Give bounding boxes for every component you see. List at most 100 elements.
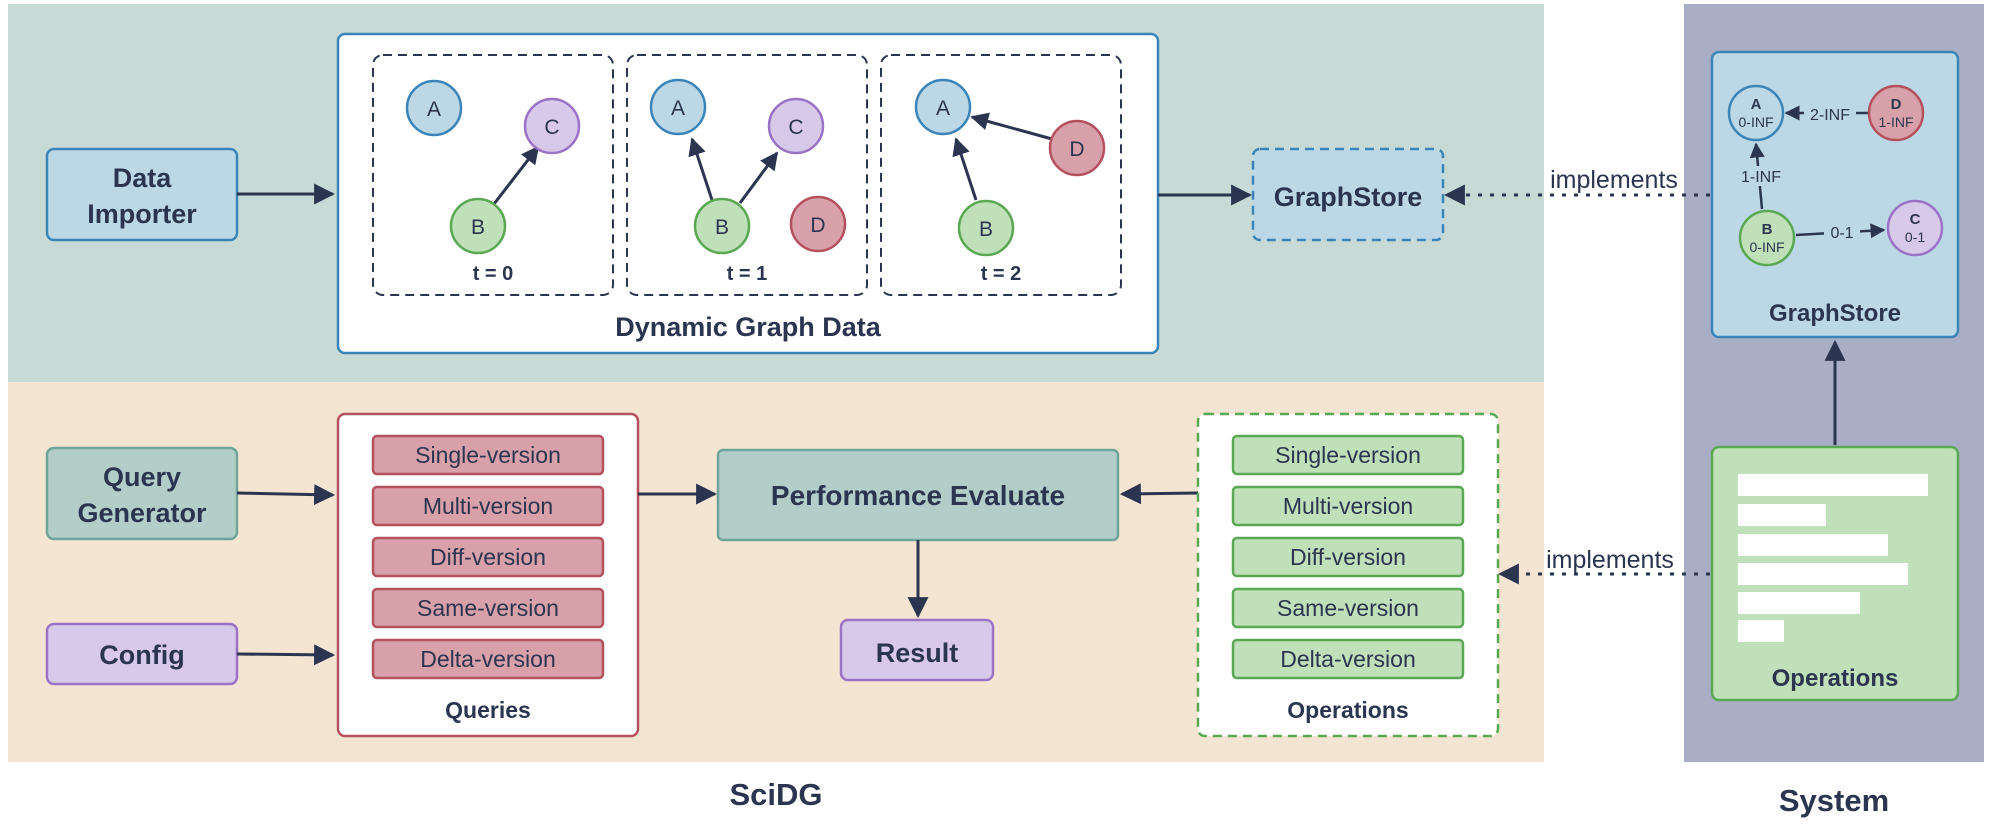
- operations-to-performance-arrow: [1119, 483, 1199, 505]
- svg-text:Same-version: Same-version: [1277, 595, 1419, 621]
- svg-text:Query: Query: [103, 462, 181, 492]
- svg-text:Multi-version: Multi-version: [423, 493, 553, 519]
- svg-text:A: A: [936, 97, 950, 120]
- system-label: System: [1779, 783, 1889, 818]
- svg-text:C: C: [544, 116, 559, 139]
- svg-text:0-INF: 0-INF: [1750, 239, 1785, 255]
- dynamic-graph-title: Dynamic Graph Data: [615, 312, 882, 342]
- implements-bottom-label: implements: [1546, 546, 1674, 574]
- snapshot-frame-t0: [372, 54, 614, 296]
- node-t2-b: B: [957, 199, 1015, 257]
- sys-edge-b-a-label: 1-INF: [1741, 169, 1781, 186]
- svg-text:A: A: [427, 98, 441, 121]
- edge-t2-d-a: [970, 112, 1053, 141]
- svg-text:Multi-version: Multi-version: [1283, 493, 1413, 519]
- snapshot-label-t0: t = 0: [473, 263, 514, 285]
- config-box: Config: [45, 622, 239, 686]
- svg-text:D: D: [1891, 96, 1902, 113]
- svg-text:Data: Data: [113, 163, 173, 193]
- svg-text:Operations: Operations: [1772, 665, 1899, 692]
- svg-text:A: A: [1751, 96, 1762, 113]
- query-item-multi-version: Multi-version: [371, 485, 605, 527]
- snapshot-frame-t2: [880, 54, 1122, 296]
- code-line-6: [1738, 620, 1784, 642]
- data-importer-box: Data Importer: [45, 147, 239, 242]
- svg-text:B: B: [1762, 221, 1773, 238]
- query-item-diff-version: Diff-version: [371, 536, 605, 578]
- query-item-same-version: Same-version: [371, 587, 605, 629]
- operation-item-same-version: Same-version: [1231, 587, 1465, 629]
- node-t0-a: A: [405, 79, 463, 137]
- svg-text:Config: Config: [99, 640, 184, 670]
- edge-t1-b-c: [738, 151, 779, 204]
- system-graphstore-panel: GraphStore 2-INF 1-INF 0-1 A 0-INF D 1-I…: [1710, 50, 1960, 339]
- sys-node-b: B 0-INF: [1738, 209, 1796, 267]
- sys-node-a: A 0-INF: [1727, 84, 1785, 142]
- svg-text:C: C: [1910, 211, 1921, 228]
- node-t1-b: B: [693, 197, 751, 255]
- svg-text:0-1: 0-1: [1905, 229, 1925, 245]
- sys-edge-d-a-label: 2-INF: [1810, 107, 1850, 124]
- svg-text:B: B: [471, 216, 485, 239]
- edge-t0-b-c: [492, 145, 540, 205]
- code-line-4: [1738, 563, 1908, 585]
- svg-text:Same-version: Same-version: [417, 595, 559, 621]
- operation-item-single-version: Single-version: [1231, 434, 1465, 476]
- operations-panel: Single-version Multi-version Diff-versio…: [1196, 412, 1500, 738]
- svg-text:Single-version: Single-version: [1275, 442, 1421, 468]
- node-t1-a: A: [649, 78, 707, 136]
- queries-title: Queries: [445, 697, 531, 723]
- edge-t1-b-a: [688, 137, 714, 201]
- svg-text:D: D: [1069, 138, 1084, 161]
- operations-title: Operations: [1287, 697, 1408, 723]
- svg-text:Diff-version: Diff-version: [1290, 544, 1406, 570]
- svg-text:D: D: [810, 214, 825, 237]
- graphstore-box: GraphStore: [1251, 147, 1445, 242]
- code-line-2: [1738, 504, 1826, 526]
- code-line-5: [1738, 592, 1860, 614]
- svg-text:Single-version: Single-version: [415, 442, 561, 468]
- sys-edge-b-c-label: 0-1: [1830, 225, 1853, 242]
- implements-top-label: implements: [1550, 166, 1678, 194]
- query-generator-to-queries-arrow: [236, 484, 336, 506]
- svg-text:C: C: [788, 116, 803, 139]
- edge-t2-b-a: [952, 137, 978, 201]
- svg-text:GraphStore: GraphStore: [1769, 300, 1901, 327]
- code-line-1: [1738, 474, 1928, 496]
- node-t0-b: B: [449, 197, 507, 255]
- config-to-queries-arrow: [236, 644, 336, 666]
- node-t2-d: D: [1048, 119, 1106, 177]
- svg-text:Generator: Generator: [77, 498, 207, 528]
- result-box: Result: [839, 618, 995, 682]
- operation-item-multi-version: Multi-version: [1231, 485, 1465, 527]
- svg-text:1-INF: 1-INF: [1879, 114, 1914, 130]
- snapshot-label-t1: t = 1: [727, 263, 768, 285]
- sys-node-c: C 0-1: [1886, 199, 1944, 257]
- queries-panel: Single-version Multi-version Diff-versio…: [336, 412, 640, 738]
- code-line-3: [1738, 534, 1888, 556]
- svg-text:Diff-version: Diff-version: [430, 544, 546, 570]
- svg-text:0-INF: 0-INF: [1739, 114, 1774, 130]
- operation-item-diff-version: Diff-version: [1231, 536, 1465, 578]
- svg-text:A: A: [671, 97, 685, 120]
- sys-node-d: D 1-INF: [1867, 84, 1925, 142]
- svg-text:Importer: Importer: [87, 199, 197, 229]
- svg-text:Delta-version: Delta-version: [1280, 646, 1416, 672]
- svg-text:B: B: [715, 216, 729, 239]
- node-t0-c: C: [523, 97, 581, 155]
- svg-text:Result: Result: [876, 638, 959, 668]
- system-operations-panel: Operations: [1710, 445, 1960, 702]
- snapshot-frame-t1: [626, 54, 868, 296]
- dynamic-graph-data-panel: Dynamic Graph Data t = 0 t = 1 t = 2 A C…: [336, 32, 1160, 355]
- snapshot-label-t2: t = 2: [981, 263, 1022, 285]
- operation-item-delta-version: Delta-version: [1231, 638, 1465, 680]
- node-t1-d: D: [789, 195, 847, 253]
- svg-text:B: B: [979, 218, 993, 241]
- svg-text:GraphStore: GraphStore: [1274, 182, 1423, 212]
- query-item-delta-version: Delta-version: [371, 638, 605, 680]
- query-generator-box: Query Generator: [45, 446, 239, 541]
- node-t1-c: C: [767, 97, 825, 155]
- scidg-label: SciDG: [729, 777, 822, 812]
- node-t2-a: A: [914, 78, 972, 136]
